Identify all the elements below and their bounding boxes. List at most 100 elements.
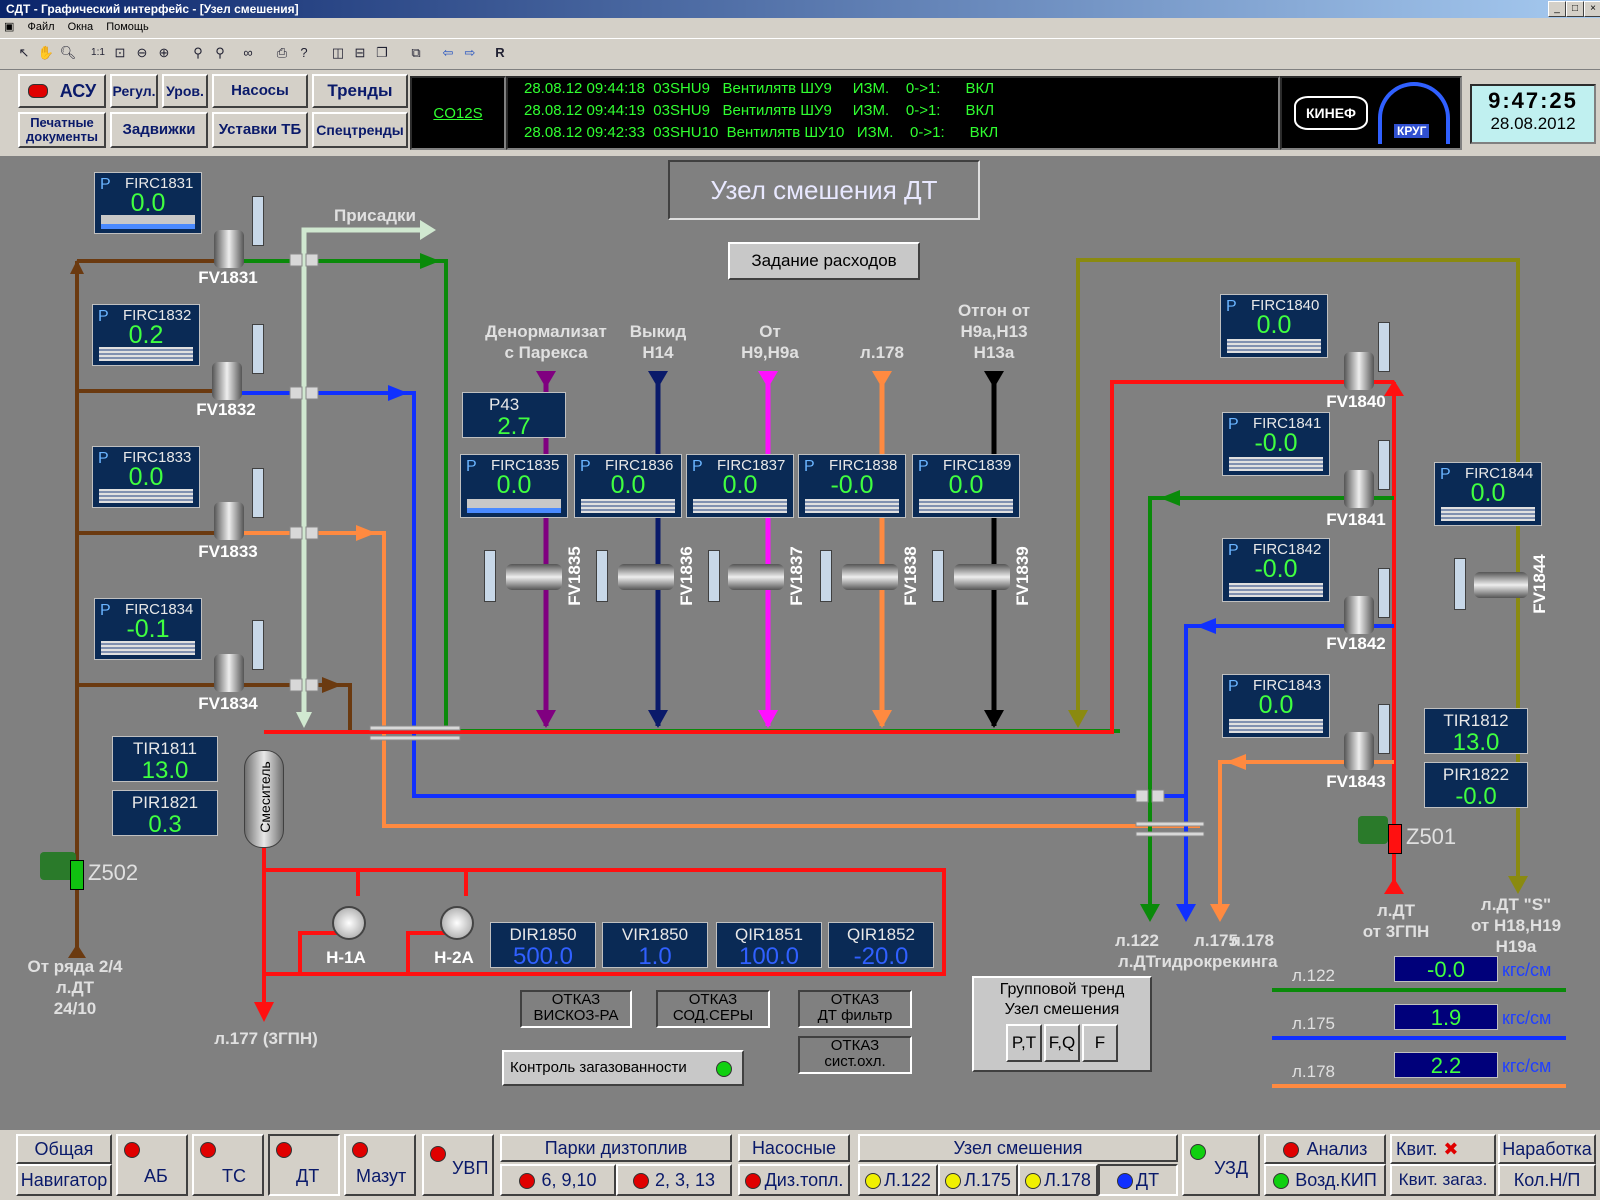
find2-icon[interactable]: ⚲ bbox=[215, 45, 225, 60]
valve-fv1837[interactable] bbox=[728, 564, 784, 590]
asu-button[interactable]: АСУ bbox=[18, 74, 106, 108]
nav-kol-np[interactable]: Кол.Н/П bbox=[1498, 1164, 1596, 1196]
valve-fv1841[interactable] bbox=[1344, 470, 1374, 508]
zoom-in-icon[interactable]: ⊕ bbox=[158, 45, 170, 60]
valve-fv1840[interactable] bbox=[1344, 352, 1374, 390]
alarm-dt-filtr[interactable]: ОТКАЗ ДТ фильтр bbox=[798, 990, 912, 1028]
nav-navigator[interactable]: Навигатор bbox=[16, 1164, 112, 1196]
spectrendy-button[interactable]: Спецтренды bbox=[312, 112, 408, 148]
zoom-icon[interactable]: 🔍︎ bbox=[59, 45, 77, 60]
layout1-icon[interactable]: ◫ bbox=[331, 45, 345, 60]
nav-analiz[interactable]: Анализ bbox=[1264, 1134, 1386, 1164]
nasosy-button[interactable]: Насосы bbox=[212, 74, 308, 108]
nav-parki-6910[interactable]: 6, 9,10 bbox=[500, 1164, 616, 1196]
nav-dt-b[interactable]: ДТ bbox=[1098, 1164, 1178, 1196]
nav-l175[interactable]: Л.175 bbox=[938, 1164, 1018, 1196]
valve-fv1844[interactable] bbox=[1474, 572, 1528, 598]
pump-h1a[interactable] bbox=[332, 906, 366, 940]
valve-fv1843[interactable] bbox=[1344, 732, 1374, 770]
co12s-link[interactable]: CO12S bbox=[410, 76, 506, 150]
nav-l122[interactable]: Л.122 bbox=[858, 1164, 938, 1196]
alarm-sist-ohl[interactable]: ОТКАЗ сист.охл. bbox=[798, 1036, 912, 1074]
nav-uvp[interactable]: УВП bbox=[422, 1134, 494, 1196]
forward-icon[interactable]: ⇨ bbox=[464, 45, 476, 60]
nav-vozd-kip[interactable]: Возд.КИП bbox=[1264, 1164, 1386, 1196]
trend-f-button[interactable]: F bbox=[1082, 1024, 1118, 1062]
valve-fv1834[interactable] bbox=[214, 654, 244, 692]
print-icon[interactable]: ⎙ bbox=[276, 45, 288, 60]
layout2-icon[interactable]: ⊟ bbox=[354, 45, 366, 60]
nav-diztopl[interactable]: Диз.топл. bbox=[738, 1164, 850, 1196]
nav-uzel[interactable]: Узел смешения bbox=[858, 1134, 1178, 1162]
nav-obshaya[interactable]: Общая bbox=[16, 1134, 112, 1164]
nav-kvit-zag[interactable]: Квит. загаз. bbox=[1390, 1164, 1496, 1196]
valve-fv1838[interactable] bbox=[842, 564, 898, 590]
nav-mazut[interactable]: Мазут bbox=[344, 1134, 416, 1196]
nav-tc[interactable]: ТС bbox=[192, 1134, 264, 1196]
mixer-vessel[interactable]: Смеситель bbox=[244, 750, 284, 848]
valve-fv1832[interactable] bbox=[212, 362, 242, 400]
nav-parki[interactable]: Парки дизтоплив bbox=[500, 1134, 732, 1162]
zoom-fit-icon[interactable]: ⊡ bbox=[114, 45, 126, 60]
hand-icon[interactable]: ✋ bbox=[37, 45, 55, 60]
nav-dt[interactable]: ДТ bbox=[268, 1134, 340, 1196]
back-icon[interactable]: ⇦ bbox=[442, 45, 454, 60]
trend-pt-button[interactable]: P,T bbox=[1006, 1024, 1042, 1062]
pir1822[interactable]: PIR1822-0.0 bbox=[1424, 762, 1528, 809]
zadvizhki-button[interactable]: Задвижки bbox=[110, 112, 208, 148]
trend-fq-button[interactable]: F,Q bbox=[1044, 1024, 1080, 1062]
alarm-viskoz[interactable]: ОТКАЗ ВИСКОЗ-РА bbox=[520, 990, 632, 1028]
pump-h2a[interactable] bbox=[440, 906, 474, 940]
minimize-button[interactable]: _ bbox=[1548, 1, 1566, 17]
help-icon[interactable]: ? bbox=[300, 45, 308, 60]
nav-parki-2313[interactable]: 2, 3, 13 bbox=[616, 1164, 732, 1196]
trendy-button[interactable]: Тренды bbox=[312, 74, 408, 108]
z501-valve[interactable] bbox=[1358, 816, 1388, 844]
menu-windows[interactable]: Окна bbox=[67, 21, 94, 33]
menu-file[interactable]: Файл bbox=[27, 21, 55, 33]
valve-fv1842[interactable] bbox=[1344, 596, 1374, 634]
nav-ab[interactable]: АБ bbox=[116, 1134, 188, 1196]
window-icon[interactable]: ⧉ bbox=[411, 45, 421, 60]
valve-fv1836[interactable] bbox=[618, 564, 674, 590]
close-button[interactable]: × bbox=[1584, 1, 1600, 17]
nav-nasosnye[interactable]: Насосные bbox=[738, 1134, 850, 1162]
nav-uzd[interactable]: УЗД bbox=[1182, 1134, 1260, 1196]
valve-fv1839[interactable] bbox=[954, 564, 1010, 590]
nav-l178[interactable]: Л.178 bbox=[1018, 1164, 1098, 1196]
ustavki-button[interactable]: Уставки ТБ bbox=[212, 112, 308, 148]
pechat-button[interactable]: Печатные документы bbox=[18, 112, 106, 148]
app-icon[interactable]: ▣ bbox=[4, 21, 15, 33]
r-icon[interactable]: R bbox=[495, 45, 505, 60]
binoculars-icon[interactable]: ∞ bbox=[243, 45, 253, 60]
gas-control-button[interactable]: Контроль загазованности bbox=[502, 1050, 744, 1086]
alarm-sod-sery[interactable]: ОТКАЗ СОД.СЕРЫ bbox=[656, 990, 770, 1028]
valve-fv1833[interactable] bbox=[214, 502, 244, 540]
scale-1-1-icon[interactable]: 1:1 bbox=[91, 47, 105, 58]
arrow-icon[interactable]: ↖ bbox=[18, 45, 30, 60]
zoom-out-icon[interactable]: ⊖ bbox=[136, 45, 148, 60]
maximize-button[interactable]: □ bbox=[1566, 1, 1584, 17]
qir1852[interactable]: QIR1852-20.0 bbox=[828, 922, 934, 969]
find-icon[interactable]: ⚲ bbox=[193, 45, 203, 60]
nav-narabotka[interactable]: Наработка bbox=[1498, 1134, 1596, 1164]
